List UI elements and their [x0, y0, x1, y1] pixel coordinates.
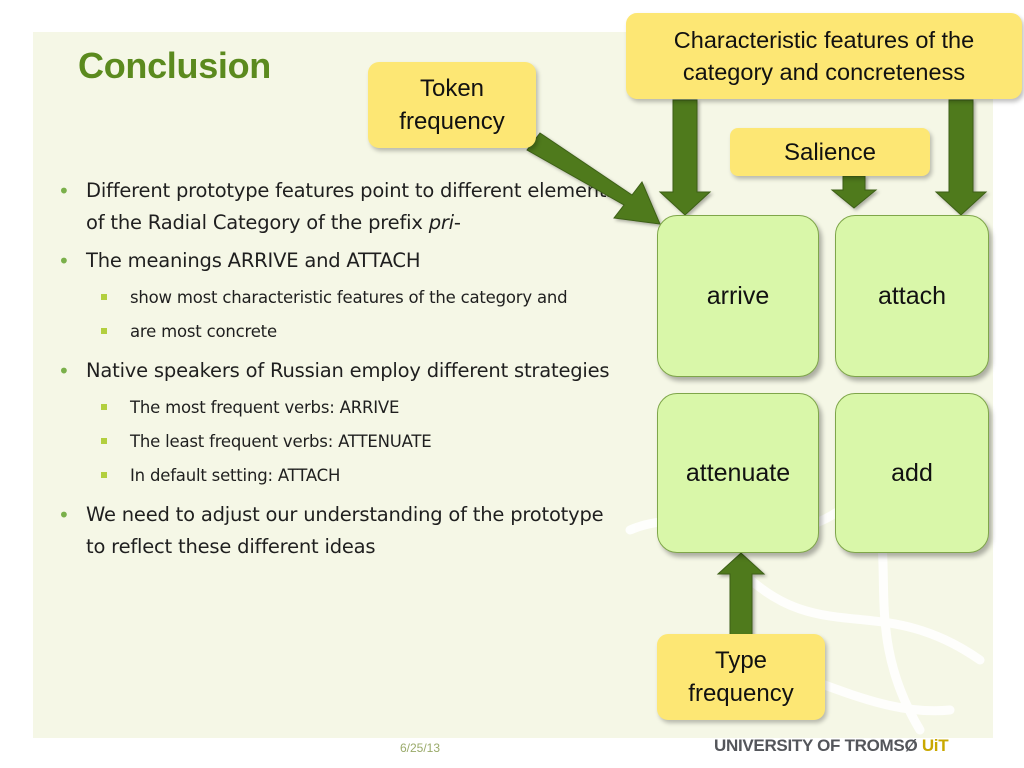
bullet-item: The meanings ARRIVE and ATTACH: [58, 245, 618, 277]
sub-bullet-list: The most frequent verbs: ARRIVE The leas…: [58, 393, 618, 491]
sub-bullet-list: show most characteristic features of the…: [58, 283, 618, 347]
token-frequency-line1: Token: [419, 75, 485, 102]
bullet-item: Different prototype features point to di…: [58, 175, 618, 239]
type-frequency-label: Type frequency: [657, 634, 825, 720]
sub-bullet-item: In default setting: ATTACH: [58, 461, 618, 491]
sub-bullet-item: The most frequent verbs: ARRIVE: [58, 393, 618, 423]
node-attenuate-label: attenuate: [685, 458, 791, 487]
bullet-text: Native speakers of Russian employ differ…: [86, 359, 610, 382]
token-frequency-label: Token frequency: [368, 62, 536, 148]
footer-date: 6/25/13: [399, 741, 441, 755]
sub-bullet-item: are most concrete: [58, 317, 618, 347]
node-add: add: [835, 393, 989, 553]
node-attenuate: attenuate: [657, 393, 819, 553]
node-attach-label: attach: [877, 281, 947, 310]
type-frequency-line2: frequency: [688, 680, 794, 707]
bullet-text: We need to adjust our understanding of t…: [86, 503, 604, 558]
bullet-item: We need to adjust our understanding of t…: [58, 499, 618, 563]
token-frequency-line2: frequency: [399, 108, 505, 135]
bullet-italic-text: pri: [428, 211, 454, 234]
uit-mark: UiT: [921, 736, 949, 755]
bullet-list: Different prototype features point to di…: [58, 175, 618, 569]
node-attach: attach: [835, 215, 989, 377]
university-name: UNIVERSITY OF TROMSØ: [714, 736, 918, 755]
node-arrive-label: arrive: [706, 281, 770, 310]
university-logo: UNIVERSITY OF TROMSØ UiT: [714, 736, 949, 756]
characteristic-features-label: Characteristic features of the category …: [626, 13, 1022, 99]
node-add-label: add: [891, 458, 933, 487]
bullet-item: Native speakers of Russian employ differ…: [58, 355, 618, 387]
bullet-text: Different prototype features point to di…: [86, 179, 617, 234]
slide-title: Conclusion: [78, 45, 271, 86]
characteristic-features-line2: category and concreteness: [682, 59, 966, 85]
sub-bullet-item: show most characteristic features of the…: [58, 283, 618, 313]
salience-text: Salience: [783, 138, 877, 166]
type-frequency-line1: Type: [714, 647, 768, 674]
characteristic-features-line1: Characteristic features of the: [673, 27, 975, 53]
sub-bullet-item: The least frequent verbs: ATTENUATE: [58, 427, 618, 457]
node-arrive: arrive: [657, 215, 819, 377]
bullet-suffix-text: -: [453, 211, 461, 234]
bullet-text: The meanings ARRIVE and ATTACH: [86, 249, 421, 272]
salience-label: Salience: [730, 128, 930, 176]
